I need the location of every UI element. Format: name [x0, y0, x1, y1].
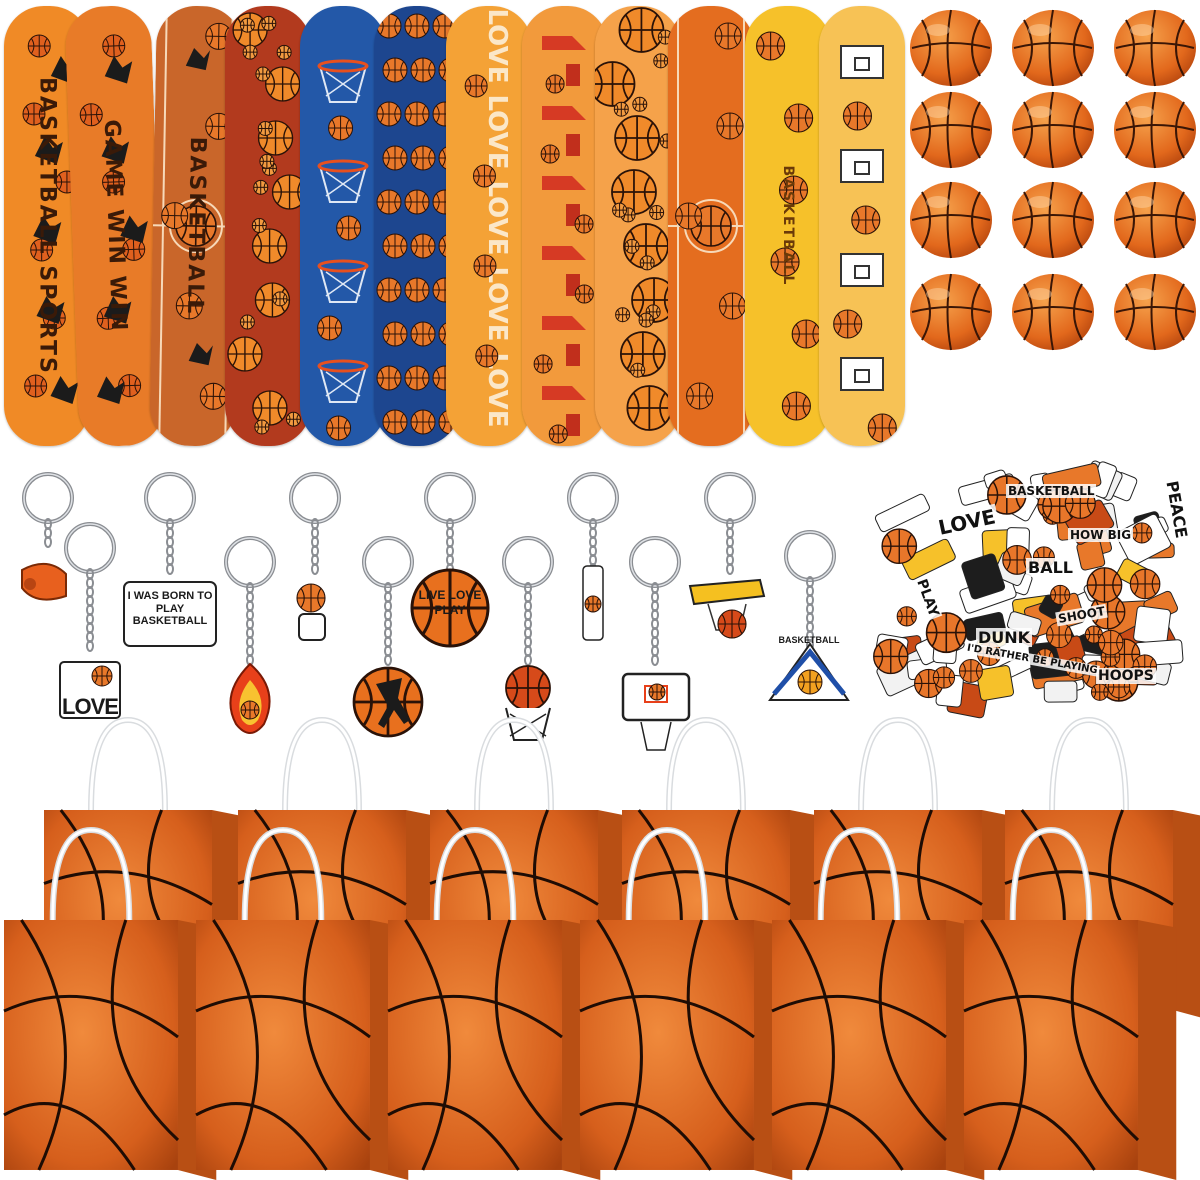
stress-ball	[1112, 272, 1198, 352]
gift-bag	[196, 820, 408, 1180]
svg-text:LOVE: LOVE	[482, 95, 512, 170]
keychain-label: BASKETBALL	[768, 636, 850, 645]
svg-text:LOVE: LOVE	[482, 181, 512, 256]
sticker-text: DUNK	[976, 628, 1032, 647]
gift-bag	[964, 820, 1176, 1180]
stress-ball	[908, 8, 994, 88]
stress-ball	[1010, 180, 1096, 260]
sticker-text: HOW BIG	[1068, 528, 1133, 542]
stress-ball	[1010, 8, 1096, 88]
gift-bag	[388, 820, 600, 1180]
bracelet-text: BASKETBALL SPORTS	[35, 77, 60, 375]
bracelet-text: BASKETBALL	[182, 137, 210, 316]
bracelet-text: BASKETBALL	[780, 166, 796, 287]
stress-ball	[908, 180, 994, 260]
stress-ball	[1112, 180, 1198, 260]
stress-ball	[908, 90, 994, 170]
stress-ball	[908, 272, 994, 352]
sticker-text: HOOPS	[1096, 668, 1156, 684]
slap-bracelet	[668, 6, 754, 446]
sticker-text: BALL	[1026, 558, 1075, 577]
slap-bracelet	[819, 6, 905, 446]
svg-text:LOVE: LOVE	[482, 9, 512, 84]
stress-ball	[1010, 90, 1096, 170]
keychain-label: LIVE LOVE PLAY	[418, 588, 482, 618]
svg-text:LOVE: LOVE	[482, 267, 512, 342]
stress-ball	[1112, 90, 1198, 170]
gift-bag	[580, 820, 792, 1180]
slap-bracelet	[225, 6, 311, 446]
gift-bag	[4, 820, 216, 1180]
sticker-text: BASKETBALL	[1006, 484, 1096, 498]
keychain-label: I WAS BORN TO PLAY BASKETBALL	[126, 590, 214, 628]
gift-bag	[772, 820, 984, 1180]
stress-ball	[1112, 8, 1198, 88]
stress-ball	[1010, 272, 1096, 352]
